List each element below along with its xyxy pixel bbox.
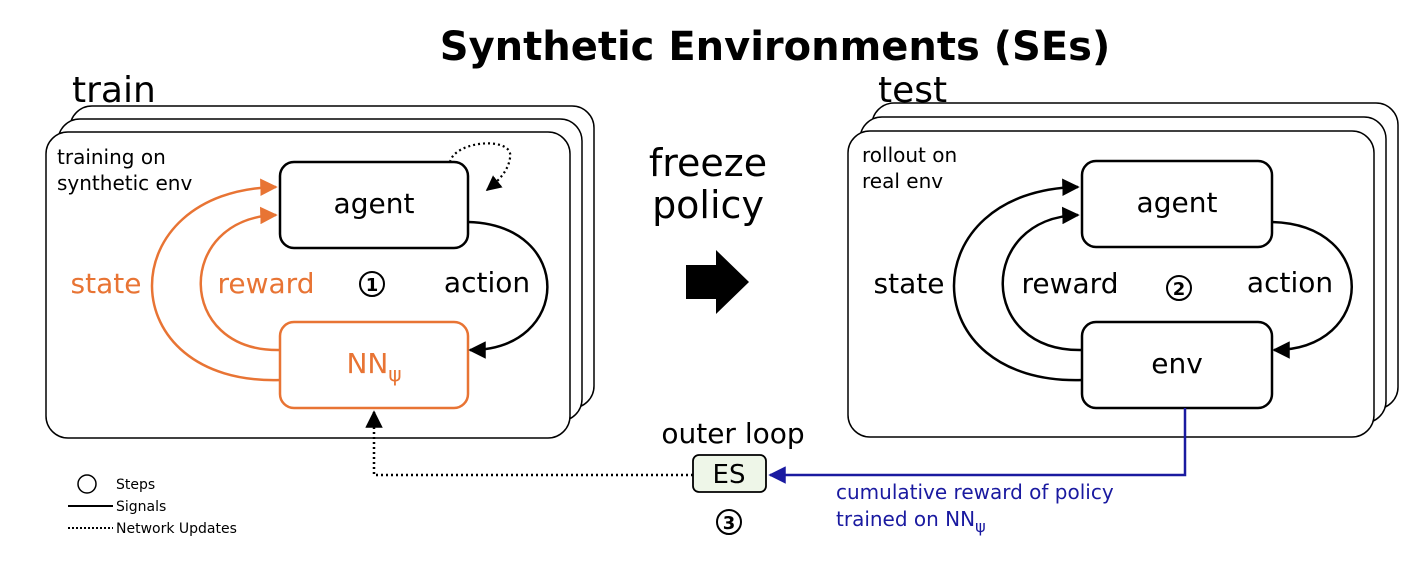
legend-updates-label: Network Updates [116, 521, 237, 537]
test-agent-box [1080, 159, 1274, 249]
test-action-label: action [1247, 266, 1333, 299]
feedback-line2: trained on NNψ [836, 507, 986, 536]
train-reward-arrow [199, 206, 281, 352]
legend-signals-label: Signals [116, 499, 166, 515]
train-agent-self-loop [448, 142, 512, 191]
test-note-line2: real env [862, 169, 943, 193]
test-state-arrow [952, 178, 1083, 382]
diagram-title: Synthetic Environments (SEs) [440, 24, 1110, 70]
train-action-arrow [467, 220, 549, 359]
train-state-arrow [150, 178, 281, 382]
train-heading: train [72, 70, 156, 111]
es-box [692, 454, 767, 493]
step-1-number: 1 [366, 275, 379, 296]
test-reward-label: reward [1022, 267, 1119, 300]
train-action-label: action [444, 266, 530, 299]
test-env-box [1080, 320, 1274, 410]
test-action-arrow [1271, 220, 1353, 359]
train-agent-box [278, 160, 470, 250]
step-3-number: 3 [723, 513, 736, 534]
legend-steps-label: Steps [116, 477, 155, 493]
test-note-line1: rollout on [862, 143, 957, 167]
network-update-arrow [365, 410, 693, 477]
feedback-line1: cumulative reward of policy [836, 480, 1114, 504]
test-agent-label: agent [1137, 186, 1218, 219]
step-3-marker [716, 509, 742, 535]
es-label: ES [713, 460, 746, 490]
policy-label: policy [652, 183, 764, 227]
train-note-line2: synthetic env [57, 171, 192, 195]
step-2-number: 2 [1173, 279, 1186, 300]
outer-loop-label: outer loop [661, 417, 804, 450]
train-nn-label: NNψ [346, 347, 401, 386]
test-state-label: state [874, 267, 945, 300]
reward-feedback-arrow [768, 408, 1187, 484]
test-env-label: env [1151, 347, 1203, 380]
test-reward-arrow [1001, 206, 1083, 352]
legend-steps-icon [77, 474, 97, 494]
train-reward-label: reward [218, 267, 315, 300]
freeze-label: freeze [649, 141, 767, 185]
train-nn-box [278, 320, 470, 410]
freeze-policy-arrow-icon [686, 250, 749, 314]
train-agent-label: agent [334, 187, 415, 220]
train-note-line1: training on [57, 145, 166, 169]
step-1-marker [359, 271, 385, 297]
train-state-label: state [71, 267, 142, 300]
step-2-marker [1166, 275, 1192, 301]
